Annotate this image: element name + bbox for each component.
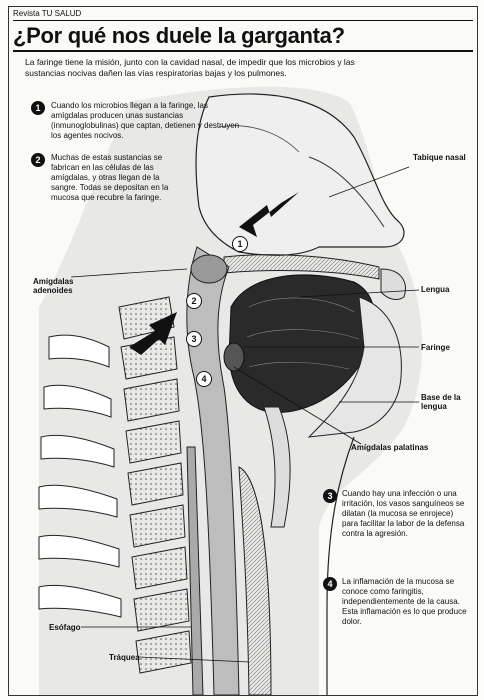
diagram-marker-2: 2 [186,293,202,309]
step-3-number: 3 [323,489,337,503]
step-2-text: Muchas de estas sustancias se fabrican e… [51,153,186,203]
step-2-number: 2 [31,153,45,167]
label-amigdalas-palatinas: Amígdalas palatinas [351,443,451,452]
label-faringe: Faringe [421,343,471,352]
diagram-marker-3: 3 [186,331,202,347]
label-base-lengua: Base de la lengua [421,393,471,411]
label-traquea: Tráquea [109,653,149,662]
step-4-number: 4 [323,577,337,591]
label-esofago: Esófago [49,623,89,632]
diagram-marker-4: 4 [196,371,212,387]
label-amigdalas-adenoides: Amígdalas adenoides [33,277,78,295]
diagram-marker-1: 1 [232,236,248,252]
step-4-text: La inflamación de la mucosa se conoce co… [342,577,467,627]
step-3-text: Cuando hay una infección o una irritació… [342,489,470,539]
article-page: Revista TU SALUD ¿Por qué nos duele la g… [8,6,478,696]
step-1-number: 1 [31,101,45,115]
label-lengua: Lengua [421,285,471,294]
label-tabique-nasal: Tabique nasal [413,153,473,162]
step-1-text: Cuando los microbios llegan a la faringe… [51,101,241,141]
